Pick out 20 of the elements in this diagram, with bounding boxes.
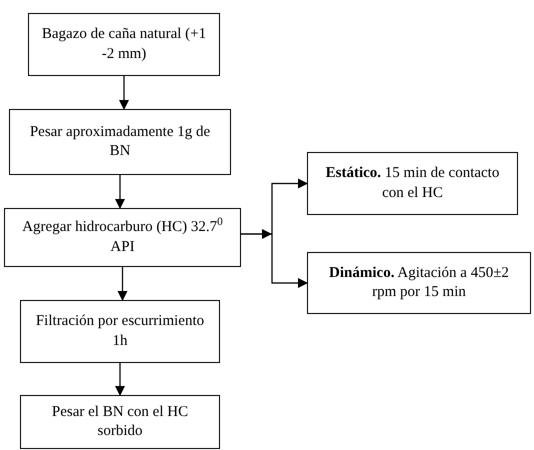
process-box [20, 395, 220, 449]
step-text: Dinámico. Agitación a 450±2 rpm por 15 min [328, 264, 510, 302]
step-text: Agregar hidrocarburo (HC) 32.7$^{0}$ API [21, 218, 224, 256]
arrow [118, 267, 128, 301]
arrow [115, 175, 125, 209]
step-text: Pesar el BN con el HC sorbido [50, 402, 190, 441]
arrow [241, 233, 308, 288]
arrowhead [262, 229, 272, 239]
step-text: Pesar aproximadamente 1g de BN [28, 122, 212, 161]
arrow [115, 363, 125, 396]
process-box [307, 152, 518, 215]
step-text: Bagazo de caña natural (+1 -2 mm) [40, 25, 208, 64]
process-box [20, 300, 220, 363]
process-box [9, 109, 231, 175]
process-box [307, 252, 531, 314]
arrow [119, 76, 129, 110]
process-box [4, 208, 241, 267]
step-text: Filtración por escurrimiento 1h [34, 312, 206, 350]
step-text: Estático. 15 min de contacto con el HC [324, 164, 500, 202]
process-box [28, 13, 220, 76]
